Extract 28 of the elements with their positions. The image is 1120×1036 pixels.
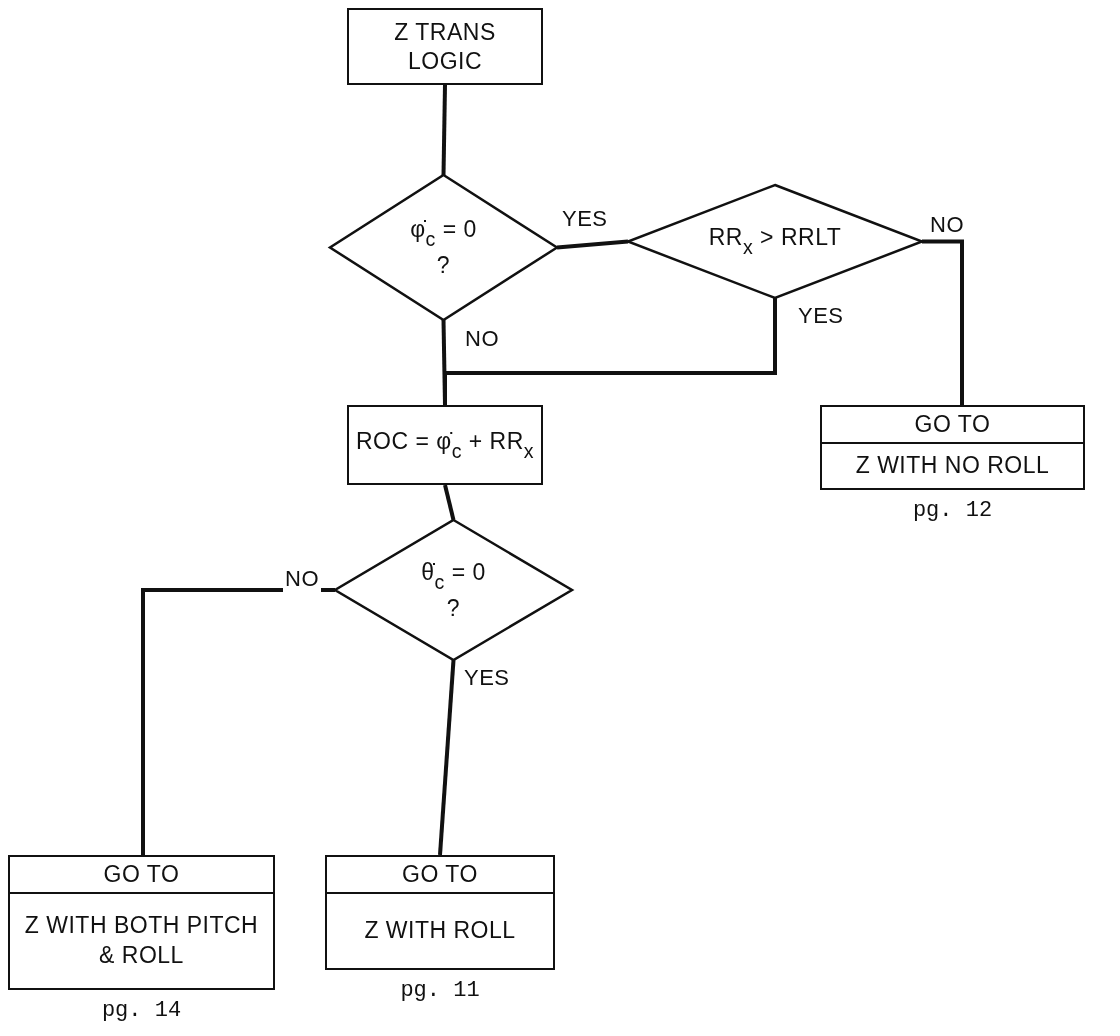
connector-line (922, 239, 964, 405)
connector-line (443, 484, 456, 521)
box-text: Z WITH ROLL (363, 916, 517, 946)
connector-line (441, 84, 447, 176)
decision-text: RR$_{x}$ > RRLT (707, 223, 843, 260)
decision-diamond (335, 520, 572, 660)
box-heading: GO TO (10, 857, 273, 894)
connector-line (438, 659, 456, 856)
box-text: Z WITH BOTH PITCH & ROLL (23, 911, 260, 970)
decision-diamond (628, 185, 922, 298)
box-text: ROC = φ̇$_{c}$ + RR$_{x}$ (354, 426, 536, 464)
box-text: Z WITH NO ROLL (854, 451, 1051, 481)
decision-text: ? (445, 593, 462, 623)
decision-text: φ̇$_{c}$ = 0 (409, 215, 478, 252)
decision-text: θ̇$_{c}$ = 0 (420, 557, 487, 594)
connector-line (556, 239, 629, 250)
box-heading: GO TO (822, 407, 1083, 444)
connector-line (443, 298, 777, 405)
decision-text: ? (435, 251, 452, 280)
page-reference: pg. 12 (911, 498, 994, 523)
page-reference: pg. 14 (100, 998, 183, 1023)
box-text: Z TRANS LOGIC (393, 17, 497, 76)
process-box (347, 405, 543, 485)
box-heading: GO TO (327, 857, 553, 894)
decision-diamond (330, 175, 557, 320)
connector-line (141, 588, 335, 855)
page-reference: pg. 11 (399, 978, 481, 1003)
process-box (347, 8, 543, 85)
